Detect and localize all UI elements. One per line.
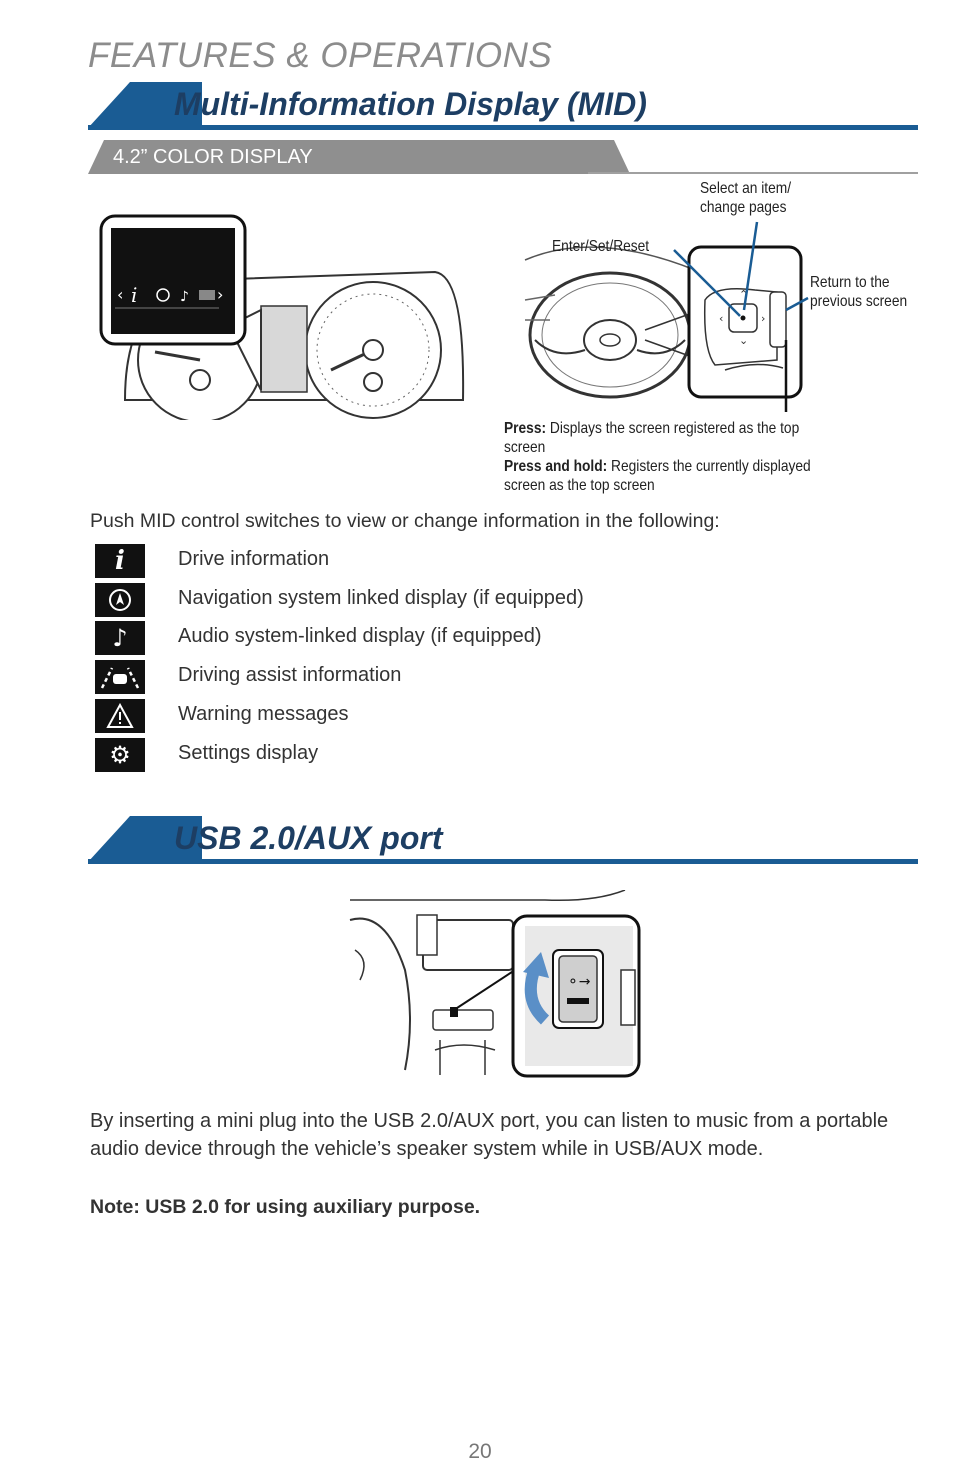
driving-assist-icon — [95, 660, 145, 694]
list-item: i Drive information — [95, 544, 795, 578]
list-item: Warning messages — [95, 699, 795, 733]
usb-note: Note: USB 2.0 for using auxiliary purpos… — [90, 1196, 481, 1218]
subsection-header: 4.2” COLOR DISPLAY — [88, 140, 918, 176]
callout-leader-lines — [673, 221, 809, 412]
usb-description: By inserting a mini plug into the USB 2.… — [90, 1110, 889, 1160]
callout-enter-set-reset: Enter/Set/Reset — [552, 238, 650, 255]
callout-return: Return to the previous screen — [810, 274, 908, 310]
callout-press-descriptions: Press: Displays the screen registered as… — [504, 420, 811, 494]
warning-icon — [95, 699, 145, 733]
section-title-mid: Multi-Information Display (MID) — [174, 86, 647, 122]
svg-text:‹: ‹ — [117, 285, 123, 304]
section-header-usb: USB 2.0/AUX port — [88, 816, 918, 866]
svg-text:⌃: ⌃ — [739, 288, 748, 301]
usb-port-illustration: ⚬→ — [349, 890, 641, 1078]
callout-select-item: Select an item/ change pages — [700, 180, 792, 216]
info-icon: i — [95, 544, 145, 578]
section-title-usb: USB 2.0/AUX port — [174, 820, 443, 856]
list-item: Navigation system linked display (if equ… — [95, 583, 795, 617]
instrument-cluster-illustration: ‹ i ♪ › — [99, 214, 465, 420]
svg-text:♪: ♪ — [180, 289, 189, 305]
page-number: 20 — [468, 1440, 492, 1463]
section-header-mid: Multi-Information Display (MID) — [88, 82, 918, 132]
subsection-title: 4.2” COLOR DISPLAY — [113, 146, 313, 168]
svg-text:›: › — [761, 312, 765, 325]
svg-text:‹: ‹ — [719, 312, 723, 325]
music-note-icon: ♪ — [95, 621, 145, 655]
mid-intro-text: Push MID control switches to view or cha… — [90, 510, 720, 532]
svg-text:i: i — [131, 283, 137, 307]
list-item: ♪ Audio system-linked display (if equipp… — [95, 621, 795, 655]
page-header: FEATURES & OPERATIONS — [88, 36, 553, 75]
svg-text:⌄: ⌄ — [739, 334, 748, 347]
steering-wheel-illustration: ⌃ ⌄ ‹ › — [524, 245, 803, 399]
navigation-icon — [95, 583, 145, 617]
settings-icon: ⚙ — [95, 738, 145, 772]
svg-text:⚬→: ⚬→ — [567, 974, 591, 990]
svg-text:›: › — [217, 285, 223, 304]
list-item: ⚙ Settings display — [95, 738, 795, 772]
list-item: Driving assist information — [95, 660, 795, 694]
